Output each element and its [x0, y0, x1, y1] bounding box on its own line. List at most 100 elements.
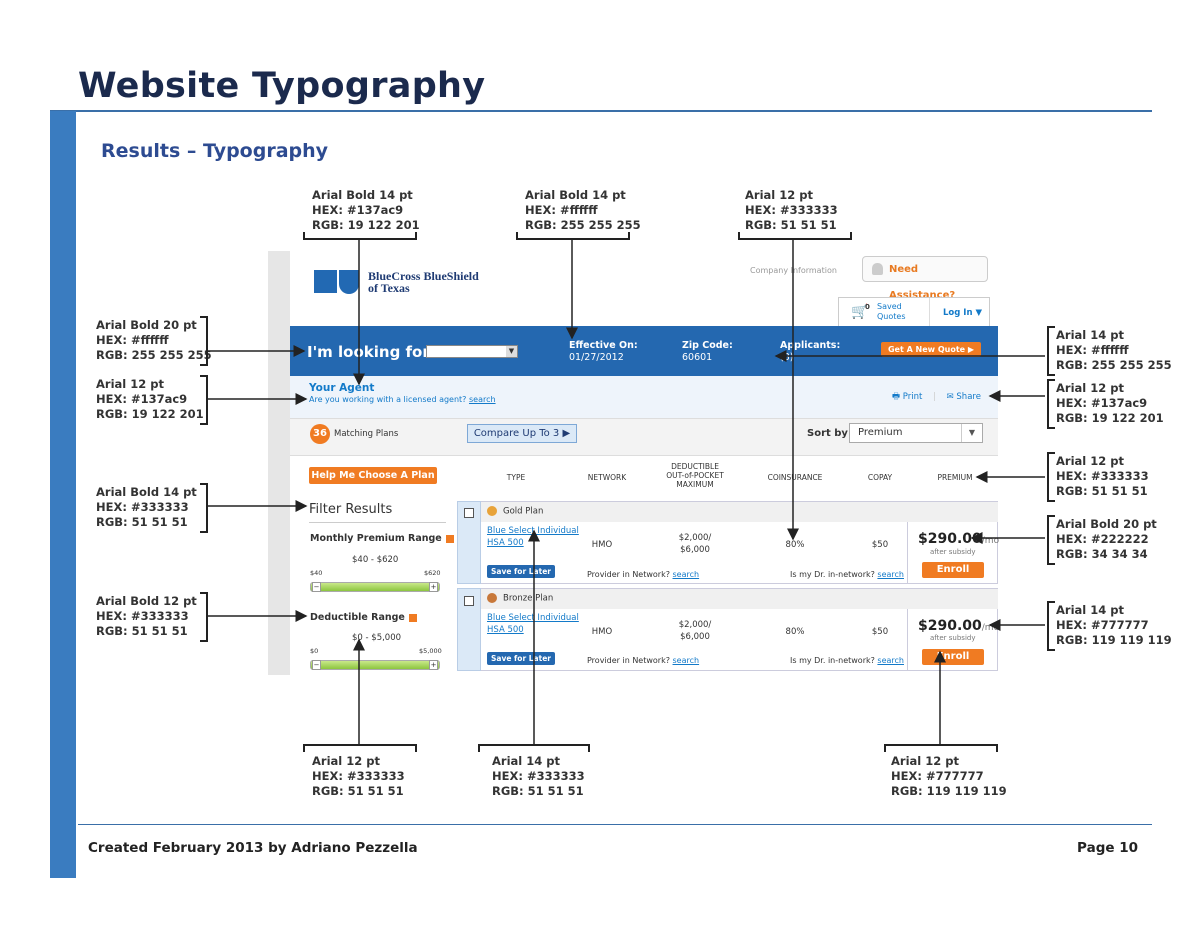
matching-label: Matching Plans — [334, 429, 399, 439]
sort-select[interactable]: Premium▼ — [849, 423, 983, 443]
save-for-later-button[interactable]: Save for Later — [487, 652, 555, 665]
annotation-bracket — [1047, 515, 1055, 565]
slider-handle-max[interactable]: + — [429, 660, 438, 670]
col-copay: COPAY — [867, 473, 893, 482]
doctor-search-link[interactable]: search — [877, 656, 904, 665]
deductible-range-value: $0 - $5,000 — [352, 633, 402, 643]
cart-count: 0 — [865, 303, 870, 311]
help-icon[interactable] — [408, 613, 417, 622]
bronze-coin-icon — [487, 593, 497, 603]
plan-premium: $290.00/mo — [918, 531, 1000, 547]
plan-tier: Bronze Plan — [487, 593, 553, 604]
monthly-range-slider[interactable] — [310, 582, 440, 592]
annotation-bracket — [1047, 452, 1055, 502]
footer-rule — [78, 824, 1152, 825]
enroll-button[interactable]: Enroll — [922, 562, 984, 578]
annotation-bracket — [303, 744, 417, 752]
deductible-max: $5,000 — [419, 647, 442, 655]
agent-search-link[interactable]: search — [468, 395, 496, 404]
filter-results-title: Filter Results — [309, 502, 393, 517]
annotation-bracket — [1047, 379, 1055, 429]
cart-icon[interactable]: 🛒 — [851, 304, 869, 320]
search-band — [290, 326, 998, 376]
effective-label: Effective On: — [569, 340, 638, 351]
doctor-network-row: Is my Dr. in-network? search — [790, 570, 904, 579]
mock-left-gutter — [268, 251, 290, 675]
help-icon[interactable] — [445, 534, 454, 543]
print-link[interactable]: Print — [902, 392, 923, 402]
doctor-search-link[interactable]: search — [877, 570, 904, 579]
deductible-range-slider[interactable] — [310, 660, 440, 670]
plan-deductible: $2,000/$6,000 — [678, 620, 712, 642]
annotation-bracket — [200, 592, 208, 642]
plan-copay: $50 — [871, 627, 889, 637]
provider-search-link[interactable]: search — [672, 656, 700, 665]
print-icon: 🖶 — [892, 392, 901, 402]
agent-question: Are you working with a licensed agent? s… — [309, 395, 496, 404]
zip-label: Zip Code: — [682, 340, 733, 351]
plan-coinsurance: 80% — [785, 627, 805, 637]
slider-handle-min[interactable]: − — [312, 582, 321, 592]
agent-row — [290, 376, 998, 418]
col-type: TYPE — [506, 473, 526, 482]
monthly-min: $40 — [310, 569, 323, 577]
plan-compare-checkbox[interactable] — [464, 596, 474, 606]
annotation-bracket — [200, 316, 208, 366]
side-accent-bar — [50, 111, 76, 878]
applicants-label: Applicants: — [780, 340, 841, 351]
col-premium: PREMIUM — [937, 473, 973, 482]
slider-handle-min[interactable]: − — [312, 660, 321, 670]
divider — [929, 298, 930, 327]
document-title: Website Typography — [78, 66, 486, 106]
slider-handle-max[interactable]: + — [429, 582, 438, 592]
matching-count: 36 — [310, 424, 330, 444]
save-for-later-button[interactable]: Save for Later — [487, 565, 555, 578]
bluecross-logo-icon — [314, 270, 337, 293]
share-link[interactable]: Share — [956, 392, 981, 402]
divider — [309, 522, 446, 523]
monthly-max: $620 — [424, 569, 441, 577]
plan-select-column — [457, 588, 481, 671]
login-button[interactable]: Log In ▼ — [943, 308, 983, 318]
chevron-down-icon: ▼ — [961, 424, 982, 442]
plan-subsidy: after subsidy — [930, 634, 976, 642]
chevron-down-icon: ▼ — [506, 346, 517, 357]
annotation-bracket — [738, 232, 852, 240]
plan-tier: Gold Plan — [487, 506, 543, 517]
plan-deductible: $2,000/$6,000 — [678, 533, 712, 555]
plan-compare-checkbox[interactable] — [464, 508, 474, 518]
plan-subsidy: after subsidy — [930, 548, 976, 556]
deductible-min: $0 — [310, 647, 319, 655]
looking-for-select[interactable]: ▼ — [426, 345, 518, 358]
annotation-bracket — [303, 232, 417, 240]
footer-credit: Created February 2013 by Adriano Pezzell… — [88, 840, 418, 856]
provider-search-link[interactable]: search — [672, 570, 700, 579]
plan-network: HMO — [591, 627, 613, 637]
help-choose-button[interactable]: Help Me Choose A Plan ▶ — [309, 467, 437, 498]
gold-coin-icon — [487, 506, 497, 516]
blueshield-logo-icon — [339, 270, 359, 294]
plan-header — [481, 502, 998, 522]
need-assistance-button[interactable]: Need Assistance? — [862, 256, 988, 301]
mail-icon: ✉ — [946, 392, 954, 402]
print-share: 🖶 Print | ✉ Share — [892, 392, 981, 402]
compare-button[interactable]: Compare Up To 3 ▶ — [467, 424, 577, 443]
provider-network-row: Provider in Network? search — [587, 656, 700, 665]
get-quote-button[interactable]: Get A New Quote ▶ — [881, 342, 981, 357]
divider — [907, 609, 908, 671]
doctor-network-row: Is my Dr. in-network? search — [790, 656, 904, 665]
annotation-bracket — [200, 375, 208, 425]
